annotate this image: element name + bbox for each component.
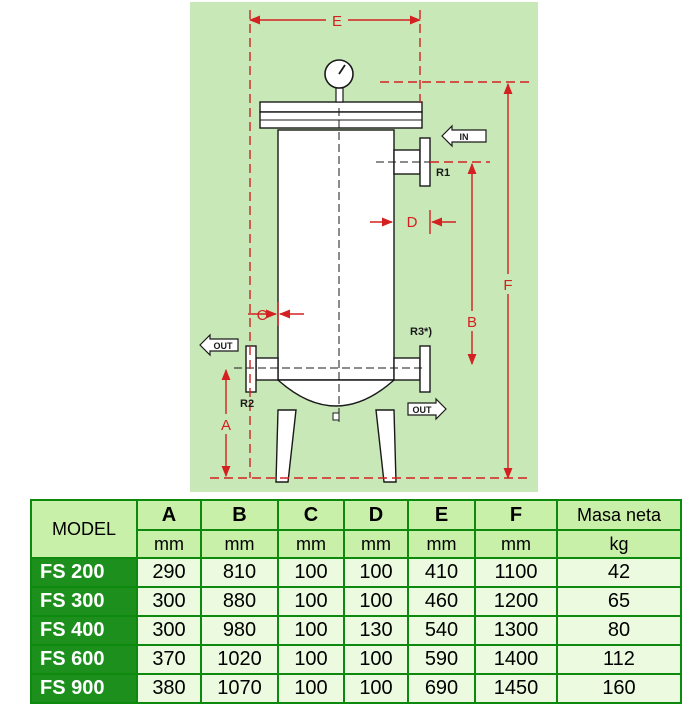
mass-cell: 112 <box>556 644 682 675</box>
value-cell-e: 690 <box>407 673 476 704</box>
value-cell-b: 980 <box>200 615 279 646</box>
right-outlet-nozzle <box>393 345 431 393</box>
value-cell-d: 100 <box>343 644 409 675</box>
value-cell-a: 300 <box>136 586 202 617</box>
dimension-b-label: B <box>467 314 477 331</box>
column-header-f: F <box>474 499 558 531</box>
dimension-f-label: F <box>503 277 512 294</box>
value-cell-f: 1300 <box>474 615 558 646</box>
value-cell-c: 100 <box>277 615 345 646</box>
port-r3-label: R3*) <box>410 326 432 338</box>
value-cell-c: 100 <box>277 644 345 675</box>
column-unit-c: mm <box>277 529 345 559</box>
dimension-d-label: D <box>407 214 418 231</box>
gauge-stem <box>335 87 344 103</box>
model-column-header: MODEL <box>30 499 138 559</box>
table-row: FS 600 370 1020 100 100 590 1400 112 <box>30 644 682 675</box>
value-cell-b: 880 <box>200 586 279 617</box>
left-outlet-arrow-icon <box>199 333 239 357</box>
model-name-cell: FS 400 <box>30 615 138 646</box>
value-cell-e: 590 <box>407 644 476 675</box>
dimension-e-label: E <box>332 13 342 30</box>
value-cell-a: 290 <box>136 557 202 588</box>
value-cell-b: 810 <box>200 557 279 588</box>
value-cell-f: 1450 <box>474 673 558 704</box>
inlet-arrow-label: IN <box>460 132 469 142</box>
gauge-needle <box>338 64 346 75</box>
dimension-a-label: A <box>221 417 231 434</box>
right-leg <box>375 409 397 483</box>
model-name-cell: FS 200 <box>30 557 138 588</box>
center-lines <box>234 108 430 422</box>
mass-cell: 42 <box>556 557 682 588</box>
dimension-c-label: C <box>257 307 268 324</box>
left-leg <box>275 409 297 483</box>
drain-plug <box>332 412 340 421</box>
mass-cell: 160 <box>556 673 682 704</box>
value-cell-d: 130 <box>343 615 409 646</box>
right-outlet-arrow-icon <box>407 397 447 421</box>
value-cell-e: 540 <box>407 615 476 646</box>
value-cell-d: 100 <box>343 586 409 617</box>
value-cell-e: 460 <box>407 586 476 617</box>
inlet-arrow-icon <box>441 124 487 148</box>
mass-column-unit: kg <box>556 529 682 559</box>
column-header-e: E <box>407 499 476 531</box>
vessel-bottom <box>276 379 396 407</box>
right-outlet-arrow-label: OUT <box>413 405 433 415</box>
value-cell-c: 100 <box>277 586 345 617</box>
value-cell-f: 1400 <box>474 644 558 675</box>
vessel-body <box>277 129 395 381</box>
value-cell-b: 1070 <box>200 673 279 704</box>
value-cell-b: 1020 <box>200 644 279 675</box>
value-cell-a: 380 <box>136 673 202 704</box>
mass-column-header: Masa neta <box>556 499 682 531</box>
value-cell-e: 410 <box>407 557 476 588</box>
table-header-units-row: mm mm mm mm mm mm kg <box>31 529 682 559</box>
table-row: FS 200 290 810 100 100 410 1100 42 <box>30 557 682 588</box>
column-unit-d: mm <box>343 529 409 559</box>
technical-drawing-svg: E F B D C A R1 R2 R3*) IN OUT OUT <box>190 2 538 492</box>
value-cell-d: 100 <box>343 557 409 588</box>
column-header-c: C <box>277 499 345 531</box>
column-unit-b: mm <box>200 529 279 559</box>
table-row: FS 900 380 1070 100 100 690 1450 160 <box>30 673 682 704</box>
value-cell-a: 300 <box>136 615 202 646</box>
mass-cell: 65 <box>556 586 682 617</box>
value-cell-f: 1200 <box>474 586 558 617</box>
value-cell-c: 100 <box>277 673 345 704</box>
value-cell-f: 1100 <box>474 557 558 588</box>
filter-housing-drawing: E F B D C A R1 R2 R3*) IN OUT OUT <box>190 2 538 492</box>
mass-cell: 80 <box>556 615 682 646</box>
port-r1-label: R1 <box>436 167 450 179</box>
value-cell-d: 100 <box>343 673 409 704</box>
left-outlet-nozzle <box>245 345 279 393</box>
column-header-b: B <box>200 499 279 531</box>
model-name-cell: FS 600 <box>30 644 138 675</box>
table-row: FS 300 300 880 100 100 460 1200 65 <box>30 586 682 617</box>
column-unit-f: mm <box>474 529 558 559</box>
lid-top <box>259 101 423 113</box>
column-unit-a: mm <box>136 529 202 559</box>
column-header-d: D <box>343 499 409 531</box>
value-cell-a: 370 <box>136 644 202 675</box>
left-outlet-arrow-label: OUT <box>214 341 234 351</box>
dimensions-table: MODEL A B C D E F Masa neta mm mm mm mm … <box>30 499 682 704</box>
value-cell-c: 100 <box>277 557 345 588</box>
column-header-a: A <box>136 499 202 531</box>
column-unit-e: mm <box>407 529 476 559</box>
table-row: FS 400 300 980 100 130 540 1300 80 <box>30 615 682 646</box>
port-r2-label: R2 <box>240 398 254 410</box>
model-name-cell: FS 900 <box>30 673 138 704</box>
table-header-letters-row: MODEL A B C D E F Masa neta <box>30 499 682 559</box>
model-name-cell: FS 300 <box>30 586 138 617</box>
support-legs <box>275 409 397 483</box>
